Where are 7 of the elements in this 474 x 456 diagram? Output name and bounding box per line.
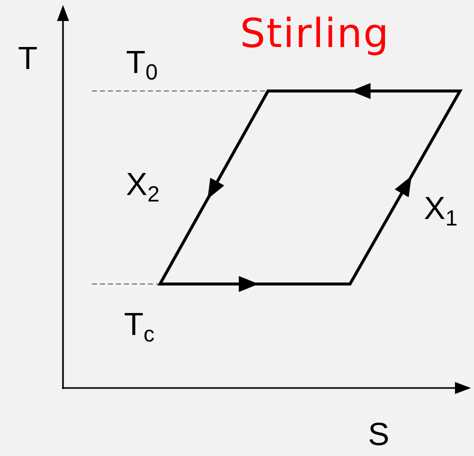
axis-label: S [368,418,390,450]
axis-label: T [18,42,38,74]
diagram-title: Stirling [240,14,390,54]
temperature-label: T$_{0}$ [126,46,158,78]
temperature-label: T$_{c}$ [124,308,155,340]
process-label: X$_{2}$ [126,168,160,200]
process-label: X$_{1}$ [424,192,458,224]
